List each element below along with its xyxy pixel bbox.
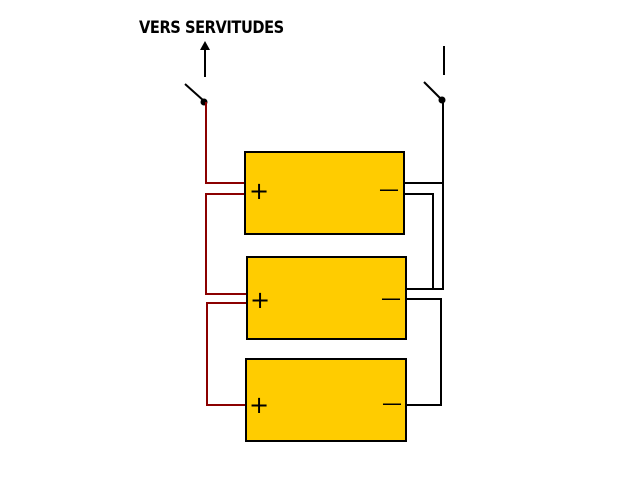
battery-3-positive: + (249, 391, 269, 419)
output-arrow (200, 41, 210, 77)
battery-2-positive: + (250, 286, 270, 314)
negative-wires (403, 103, 444, 406)
positive-switch[interactable] (184, 83, 208, 106)
battery-3-negative: — (382, 391, 402, 415)
battery-3: + — (245, 358, 407, 442)
positive-wires (205, 102, 247, 406)
battery-1-negative: — (379, 177, 399, 201)
battery-2: + — (246, 256, 407, 340)
battery-1-positive: + (249, 177, 269, 205)
battery-1: + — (244, 151, 405, 235)
battery-2-negative: — (381, 286, 401, 310)
output-label: VERS SERVITUDES (139, 18, 284, 38)
negative-switch[interactable] (423, 46, 446, 104)
